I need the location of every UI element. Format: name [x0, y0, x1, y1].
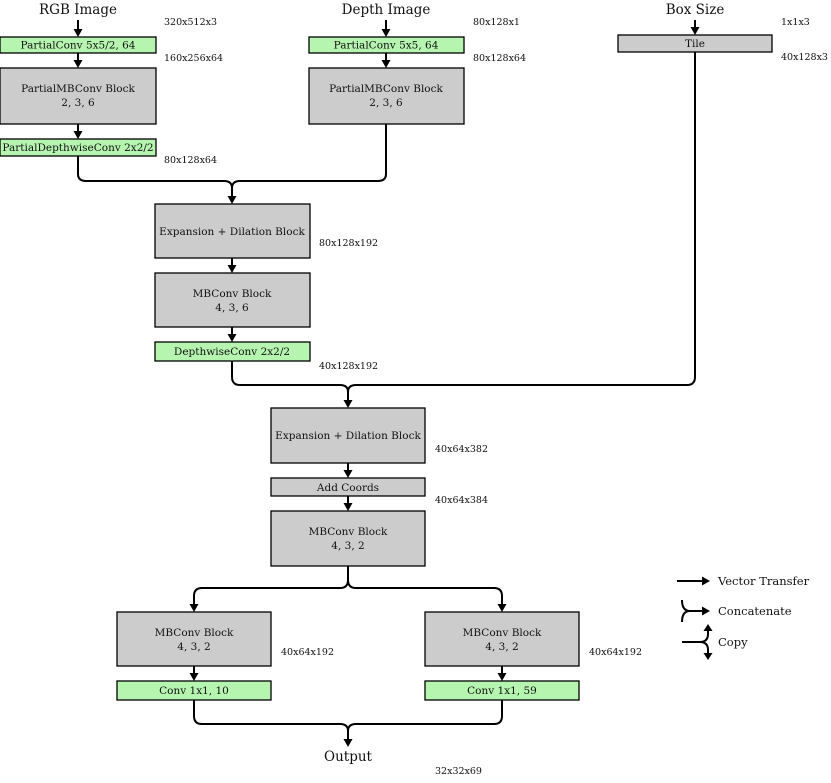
add-coords-block: Add Coords — [270, 477, 426, 497]
rgb-partialmbconv-label: PartialMBConv Block — [21, 83, 135, 95]
dim-exp1: 80x128x192 — [319, 238, 378, 249]
legend-concatenate: Concatenate — [681, 599, 792, 623]
rgb-image-title: RGB Image — [39, 2, 117, 18]
expansion-dilation-block-1: Expansion + Dilation Block — [154, 203, 311, 259]
depth-partialconv-block: PartialConv 5x5, 64 — [308, 36, 465, 54]
rgb-partialdepthwise-block: PartialDepthwiseConv 2x2/2 — [0, 138, 157, 157]
conv-left-label: Conv 1x1, 10 — [159, 685, 229, 697]
rgb-partialmbconv-block: PartialMBConv Block 2, 3, 6 — [0, 67, 157, 125]
concat-depth-branch — [231, 124, 387, 189]
conv-right-label: Conv 1x1, 59 — [467, 685, 537, 697]
legend-vector-transfer: Vector Transfer — [677, 574, 810, 588]
expansion-dilation-1-label: Expansion + Dilation Block — [159, 226, 305, 238]
add-coords-label: Add Coords — [316, 482, 379, 494]
rgb-partialconv-label: PartialConv 5x5/2, 64 — [21, 40, 136, 52]
dim-exp2: 40x64x382 — [435, 444, 488, 455]
connections — [77, 20, 696, 740]
arrow-heads — [73, 27, 700, 747]
tile-label: Tile — [685, 38, 705, 50]
depth-partialmbconv-params: 2, 3, 6 — [369, 97, 403, 109]
rgb-partialdepthwise-label: PartialDepthwiseConv 2x2/2 — [2, 142, 153, 154]
legend-concat-top-icon — [681, 599, 703, 612]
mbconv-left-params: 4, 3, 2 — [177, 641, 210, 653]
depth-partialmbconv-label: PartialMBConv Block — [329, 83, 443, 95]
depthwiseconv-block: DepthwiseConv 2x2/2 — [154, 341, 311, 362]
legend-copy-label: Copy — [718, 635, 748, 649]
concat-dw1-branch — [231, 361, 349, 393]
rgb-partialconv-block: PartialConv 5x5/2, 64 — [0, 36, 157, 54]
conv-right-block: Conv 1x1, 59 — [424, 680, 580, 701]
dim-output: 32x32x69 — [435, 766, 482, 777]
dim-rgb-dwconv: 80x128x64 — [164, 155, 217, 166]
mbconv-block-1: MBConv Block 4, 3, 6 — [154, 272, 311, 328]
expansion-dilation-block-2: Expansion + Dilation Block — [270, 407, 426, 464]
dim-box-input: 1x1x3 — [781, 17, 810, 28]
legend-vector-label: Vector Transfer — [717, 574, 810, 588]
legend-copy-down-icon — [699, 641, 709, 654]
box-size-title: Box Size — [666, 2, 725, 18]
mbconv-left-label: MBConv Block — [155, 627, 234, 639]
dim-depth-input: 80x128x1 — [473, 17, 520, 28]
dim-rgb-pconv: 160x256x64 — [164, 53, 223, 64]
depth-image-title: Depth Image — [342, 2, 431, 18]
copy-left-branch — [193, 566, 349, 605]
mbconv-2-label: MBConv Block — [309, 526, 388, 538]
legend-concat-bottom-icon — [681, 610, 691, 623]
mbconv-block-left: MBConv Block 4, 3, 2 — [116, 611, 272, 667]
mbconv-block-2: MBConv Block 4, 3, 2 — [270, 510, 426, 567]
concat-convL-branch — [193, 700, 349, 740]
mbconv-block-right: MBConv Block 4, 3, 2 — [424, 611, 580, 667]
dim-mbconv-left: 40x64x192 — [281, 647, 334, 658]
conv-left-block: Conv 1x1, 10 — [116, 680, 272, 701]
dim-rgb-input: 320x512x3 — [164, 17, 217, 28]
legend-copy: Copy — [682, 624, 748, 660]
dimension-labels: 320x512x3 160x256x64 80x128x64 80x128x1 … — [164, 17, 828, 777]
mbconv-1-params: 4, 3, 6 — [215, 302, 249, 314]
tile-block: Tile — [617, 34, 773, 53]
dim-mbconv-right: 40x64x192 — [589, 647, 642, 658]
mbconv-right-label: MBConv Block — [463, 627, 542, 639]
concat-convR-branch — [347, 700, 503, 732]
legend-concat-label: Concatenate — [718, 604, 792, 618]
dim-tile: 40x128x3 — [781, 52, 828, 63]
mbconv-1-label: MBConv Block — [193, 288, 272, 300]
legend-copy-up-icon — [682, 630, 709, 643]
dim-dw1: 40x128x192 — [319, 361, 378, 372]
depth-partialmbconv-block: PartialMBConv Block 2, 3, 6 — [308, 67, 465, 125]
rgb-partialmbconv-params: 2, 3, 6 — [61, 97, 95, 109]
mbconv-right-params: 4, 3, 2 — [485, 641, 518, 653]
legend: Vector Transfer Concatenate Copy — [677, 574, 810, 660]
depth-partialconv-label: PartialConv 5x5, 64 — [334, 40, 439, 52]
expansion-dilation-2-label: Expansion + Dilation Block — [275, 430, 421, 442]
copy-right-branch — [347, 566, 503, 605]
mbconv-2-params: 4, 3, 2 — [331, 540, 364, 552]
dim-coords: 40x64x384 — [435, 495, 488, 506]
output-label: Output — [324, 749, 373, 765]
depthwiseconv-label: DepthwiseConv 2x2/2 — [174, 346, 290, 358]
dim-depth-pconv: 80x128x64 — [473, 53, 526, 64]
